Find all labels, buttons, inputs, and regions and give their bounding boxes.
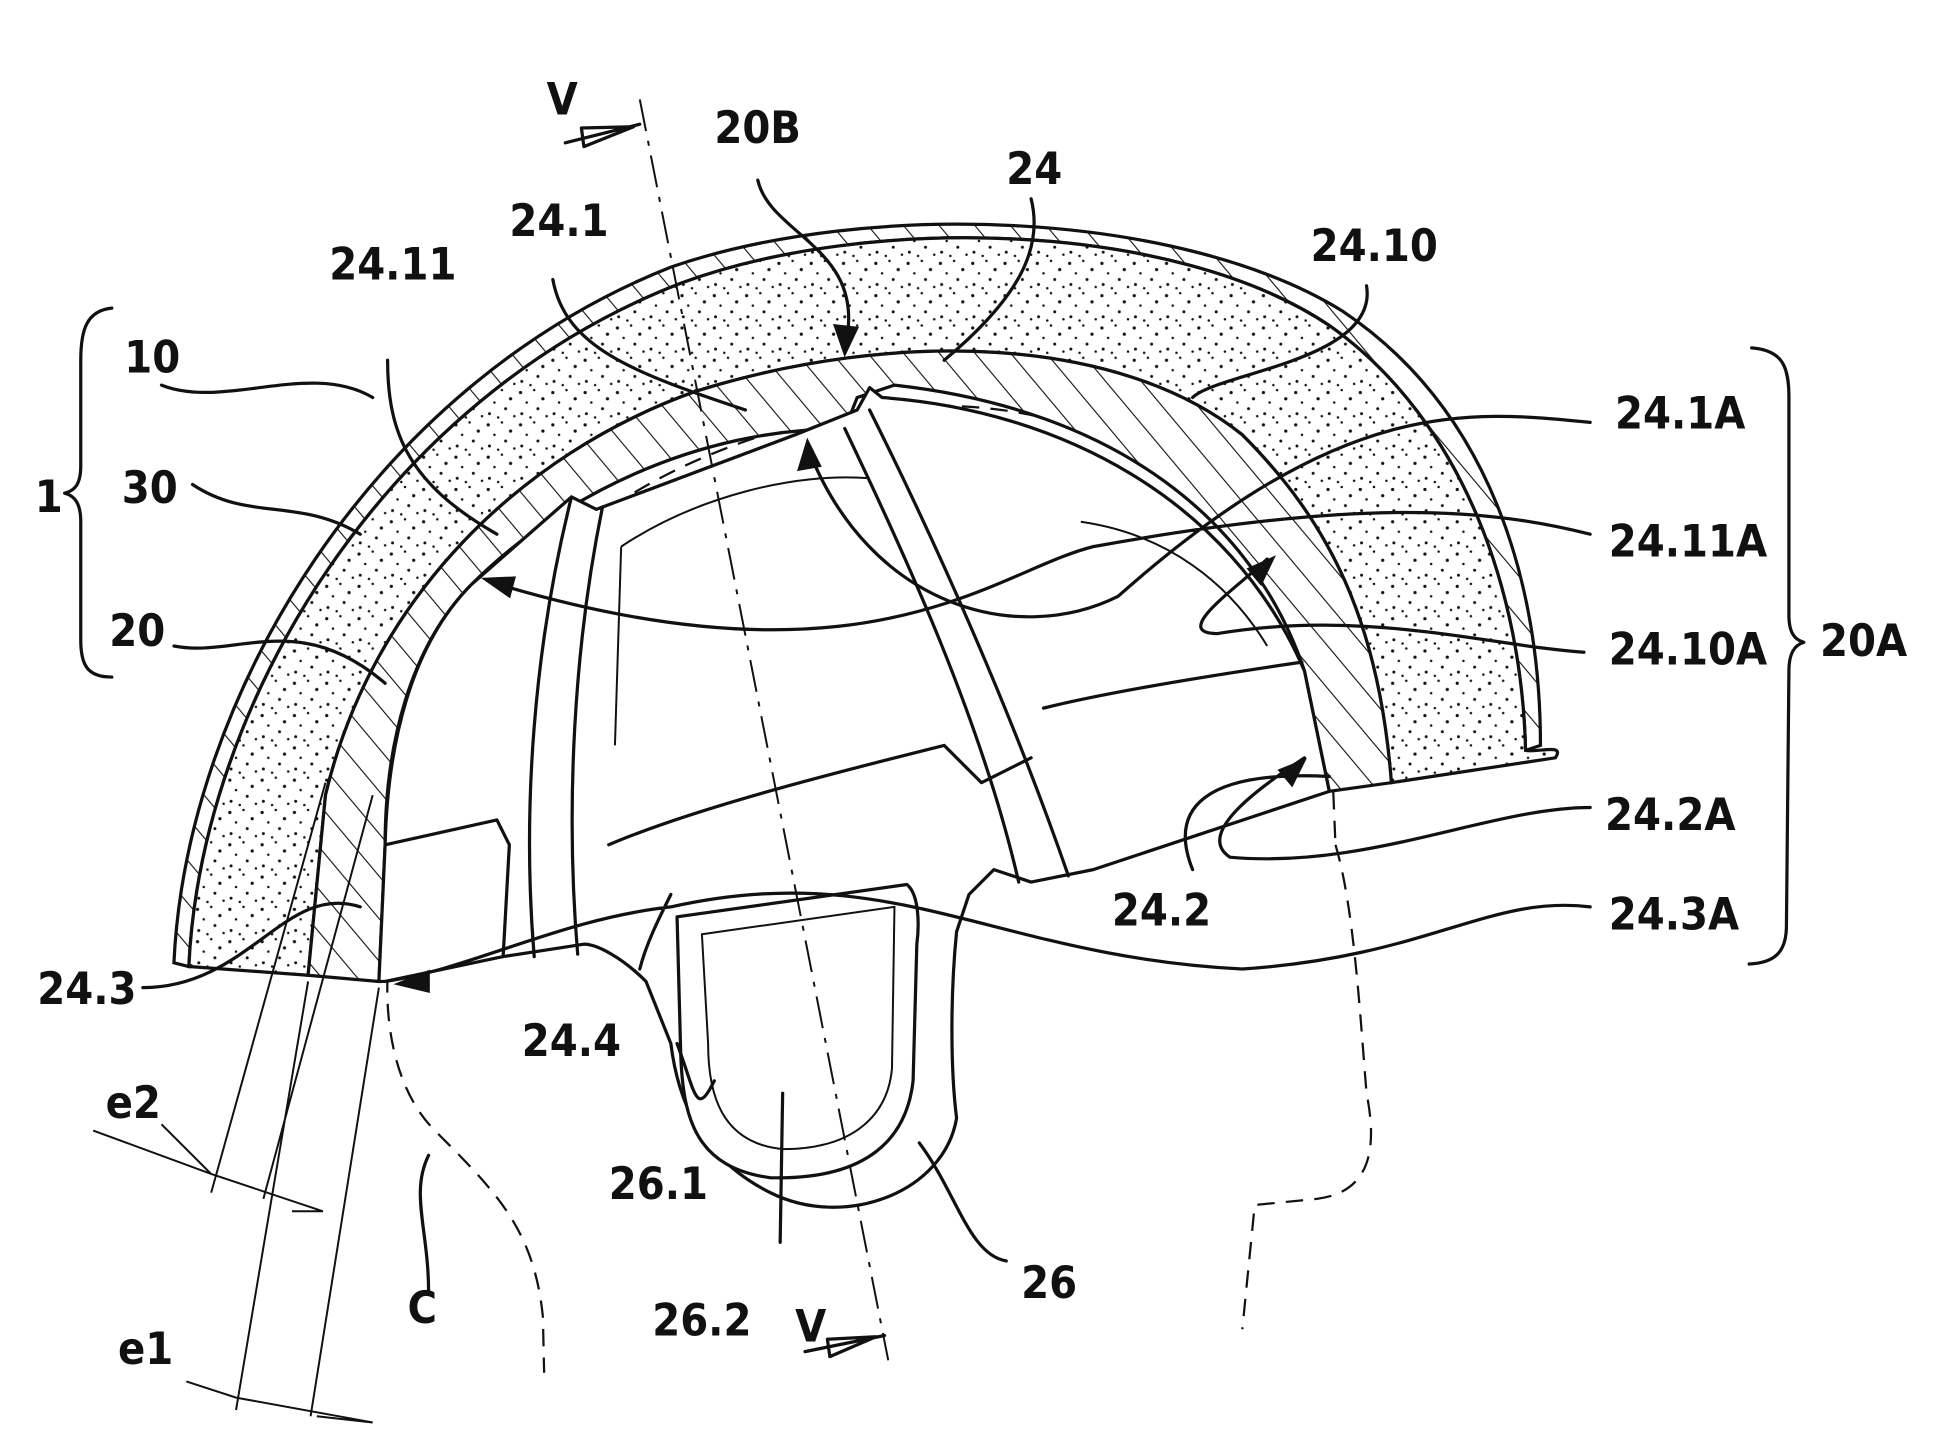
label-e1: e1 [118,1322,173,1375]
label-24-3A: 24.3A [1609,887,1739,940]
head-outline [386,844,1373,1373]
label-1: 1 [35,470,63,523]
inner-cage [377,385,1331,1209]
leader-lines [141,178,1592,1294]
label-24-2A: 24.2A [1605,788,1735,841]
label-24-2: 24.2 [1112,884,1211,937]
label-24: 24 [1006,142,1062,195]
label-10: 10 [124,331,180,384]
label-20A: 20A [1820,614,1907,667]
label-24-4: 24.4 [522,1014,621,1067]
section-arrow-bottom [803,1333,887,1359]
label-26-1: 26.1 [609,1157,708,1210]
label-26: 26 [1021,1256,1077,1309]
dimension-lines [92,782,380,1424]
label-24-1: 24.1 [509,194,608,247]
label-24-1A: 24.1A [1615,387,1745,440]
rib-vertical-center [843,408,1070,884]
label-26-2: 26.2 [652,1293,751,1346]
label-24-10A: 24.10A [1609,623,1767,676]
label-24-11: 24.11 [329,238,456,291]
label-20: 20 [109,604,165,657]
rib-vertical-left [527,495,605,959]
section-line-v [638,99,890,1361]
label-C: C [407,1281,437,1334]
label-V-bottom: V [795,1300,826,1353]
label-24-3: 24.3 [37,962,136,1015]
label-20B: 20B [714,101,801,154]
section-arrow-top [563,122,642,149]
label-V-top: V [547,72,578,125]
brace-20A [1747,346,1806,966]
label-24-10: 24.10 [1311,219,1438,272]
strap-loop-26 [675,882,920,1180]
label-30: 30 [122,461,178,514]
label-e2: e2 [106,1076,161,1129]
brace-1 [62,306,114,679]
rib-horizontal [383,660,1304,959]
arrowheads [393,324,1307,993]
label-24-11A: 24.11A [1609,515,1767,568]
inner-window-upper [613,476,1269,746]
